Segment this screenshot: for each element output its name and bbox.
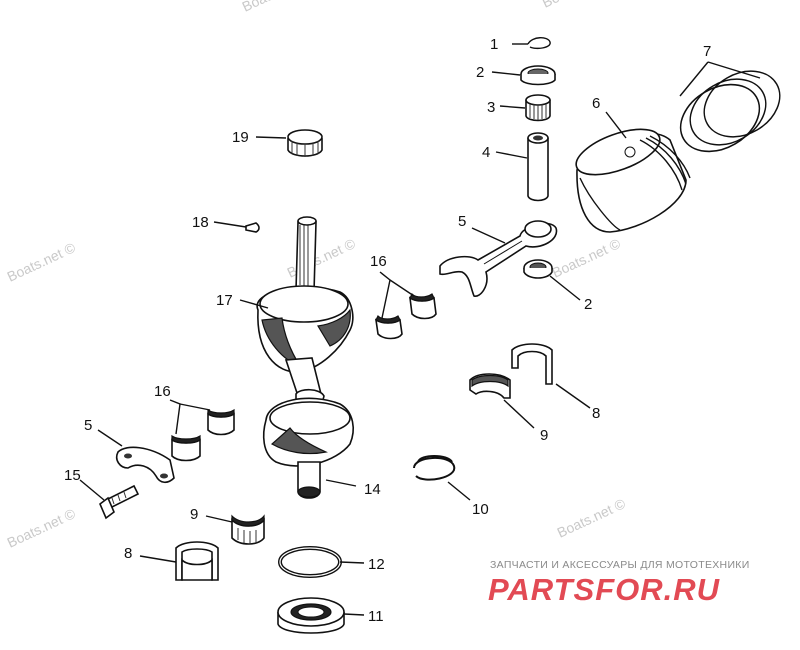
callout-12: 12 [368,556,385,573]
callout-2: 2 [476,64,484,81]
callout-5-cap: 5 [84,417,92,434]
part-9-bearing-half-right[interactable] [469,373,535,429]
callout-10: 10 [472,501,489,518]
callout-15: 15 [64,467,81,484]
callout-8-right: 8 [592,405,600,422]
part-5-connecting-rod[interactable] [439,220,558,297]
part-15-bolt[interactable] [79,479,140,520]
watermark: Boats.net © [540,0,614,11]
callout-labels: 1 2 3 4 5 6 7 2 19 18 17 16 16 5 15 14 9… [64,36,711,625]
part-19-bearing[interactable] [255,129,323,157]
brand-tagline: ЗАПЧАСТИ И АКСЕССУАРЫ ДЛЯ МОТОТЕХНИКИ [490,559,750,571]
callout-9-left: 9 [190,506,198,523]
callout-2-lower: 2 [584,296,592,313]
part-17-crankshaft[interactable] [239,216,354,499]
part-8-bearing-half-right[interactable] [511,343,591,409]
callout-16-right: 16 [370,253,387,270]
brand-logo[interactable]: ЗАПЧАСТИ И АКСЕССУАРЫ ДЛЯ МОТОТЕХНИКИ PA… [488,559,750,607]
callout-4: 4 [482,144,490,161]
brand-name: PARTSFOR.RU [488,572,721,607]
leader-14 [325,479,357,487]
watermark: Boats.net © [550,235,624,281]
watermark: Boats.net © [5,239,79,285]
part-4-piston-pin[interactable] [495,132,549,202]
watermark: Boats.net © [240,0,314,15]
callout-14: 14 [364,481,381,498]
callout-8-left: 8 [124,545,132,562]
callout-1: 1 [490,36,498,53]
callout-5: 5 [458,213,466,230]
watermark: Boats.net © [5,505,79,551]
part-2-washer-lower[interactable] [523,259,581,301]
part-9-bearing-half-left[interactable] [205,514,265,545]
callout-18: 18 [192,214,209,231]
part-3-needle-bearing[interactable] [499,94,551,122]
callout-16-left: 16 [154,383,171,400]
part-7-piston-rings[interactable] [669,58,792,165]
callout-11: 11 [368,608,384,625]
part-11-oil-seal[interactable] [277,597,365,634]
part-5-rod-cap[interactable] [97,429,175,484]
part-12-o-ring[interactable] [278,546,365,578]
watermark: Boats.net © [555,495,629,541]
part-16-bearing-lower[interactable] [169,399,235,462]
part-18-key[interactable] [213,221,260,233]
part-16-bearing-upper[interactable] [374,271,437,340]
callout-6: 6 [592,95,600,112]
part-1-retaining-clip[interactable] [512,37,551,50]
part-2-washer-top[interactable] [491,65,556,86]
callout-19: 19 [232,129,249,146]
callout-9-right: 9 [540,427,548,444]
part-8-bearing-half-left[interactable] [139,541,219,581]
callout-3: 3 [487,99,495,116]
callout-7: 7 [703,43,711,60]
watermark: Boats.net © [285,235,359,281]
callout-17: 17 [216,292,233,309]
part-6-piston[interactable] [570,111,691,233]
part-10-retaining-ring[interactable] [413,455,471,501]
